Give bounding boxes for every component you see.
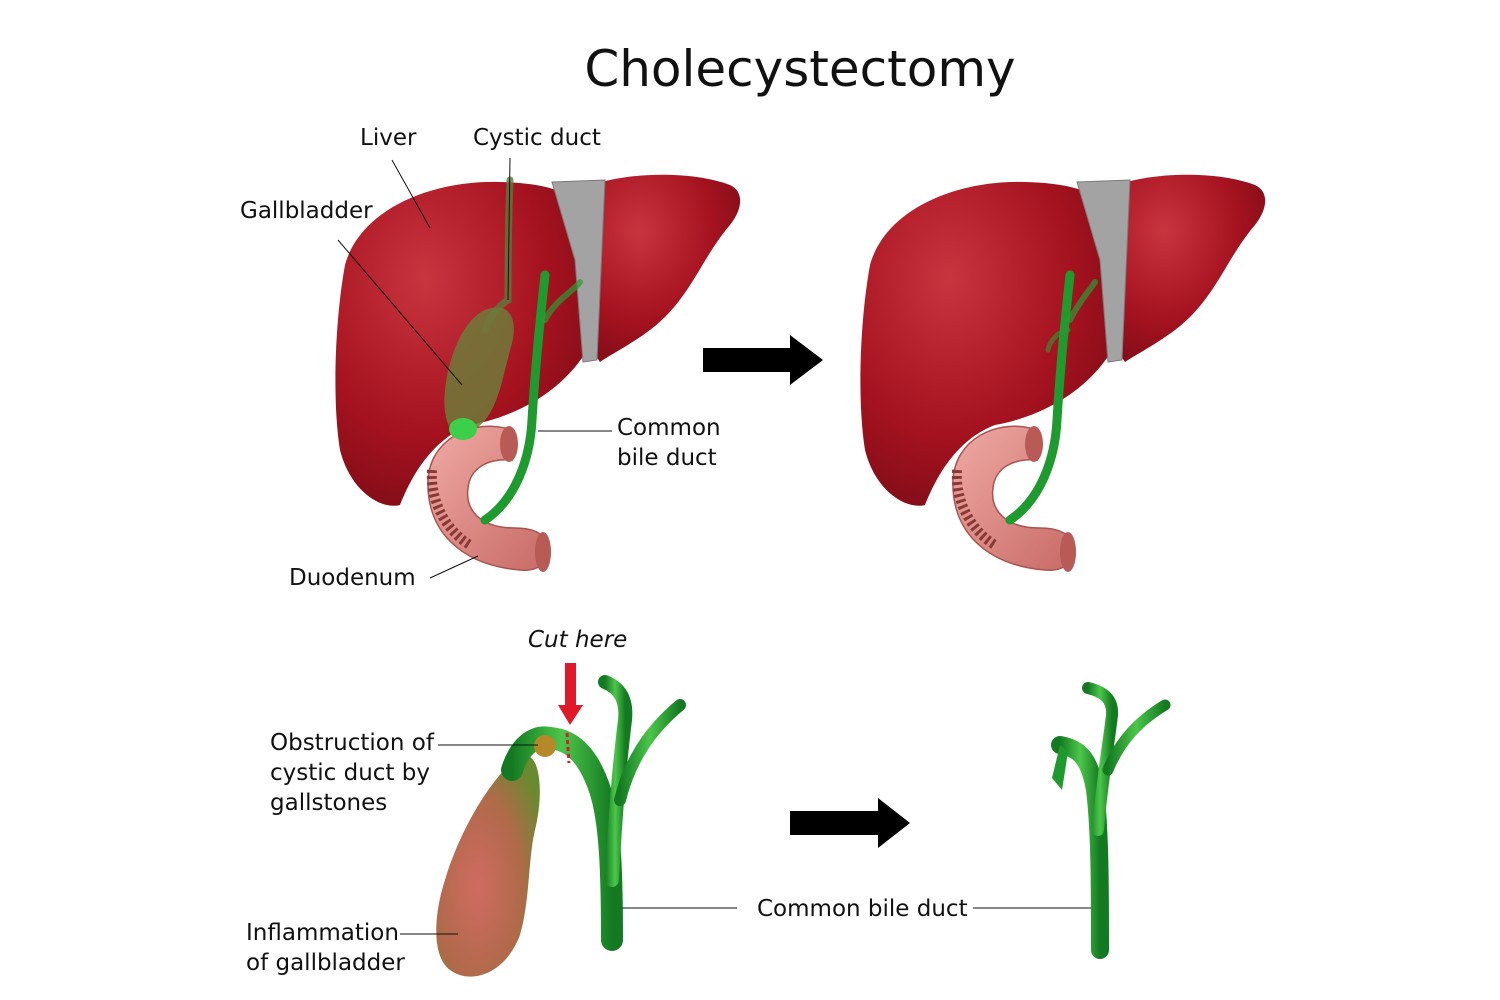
duct-stump	[1052, 745, 1068, 790]
label-gallbladder: Gallbladder	[240, 198, 373, 224]
label-obstruction: Obstruction of cystic duct by gallstones	[270, 728, 434, 818]
common-bile-duct-after	[1051, 736, 1109, 959]
liver-with-gallbladder	[335, 174, 741, 572]
leader-lines-bottom	[400, 744, 1097, 935]
cut-line	[565, 732, 571, 764]
duodenum-left	[426, 425, 551, 572]
common-bile-duct-right	[1005, 270, 1075, 525]
hepatic-branch-after-1	[1082, 682, 1119, 836]
ligament-right	[1076, 179, 1131, 363]
label-common-bile-duct-bottom: Common bile duct	[757, 896, 968, 922]
label-inflammation: Inflammation of gallbladder	[246, 918, 405, 978]
label-inflammation-line1: Inflammation	[246, 920, 399, 946]
label-cut-here: Cut here	[528, 627, 628, 653]
label-liver: Liver	[360, 125, 417, 151]
duodenum-right	[951, 425, 1076, 572]
common-bile-duct-left	[480, 270, 550, 525]
gallstone-obstruction	[534, 735, 556, 757]
liver-left-lobe-after	[860, 181, 1115, 506]
cut-arrow	[558, 663, 583, 725]
hepatic-branch-after-2	[1102, 699, 1171, 776]
liver-right-lobe	[585, 174, 741, 362]
diagram-title: Cholecystectomy	[584, 40, 1016, 98]
label-common-bile-duct-line1: Common	[617, 415, 721, 441]
label-obstruction-line3: gallstones	[270, 790, 388, 816]
gallbladder-left	[444, 307, 514, 434]
ligament-left	[551, 179, 606, 363]
hepatic-duct-branch-2	[614, 699, 686, 806]
bile-duct-after	[1051, 682, 1171, 959]
leader-lines-top	[337, 157, 612, 579]
gallstone-left	[449, 418, 477, 440]
label-obstruction-line2: cystic duct by	[270, 760, 430, 786]
liver-right-lobe-after	[1110, 174, 1266, 362]
hepatic-duct-branch-1	[598, 675, 633, 887]
inflamed-gallbladder	[436, 755, 540, 977]
label-inflammation-line2: of gallbladder	[246, 950, 405, 976]
arrow-bottom	[790, 798, 910, 848]
arrow-top	[703, 335, 823, 385]
gallbladder-detail	[436, 663, 686, 977]
label-common-bile-duct-line2: bile duct	[617, 445, 717, 471]
label-cystic-duct: Cystic duct	[473, 125, 601, 151]
label-duodenum: Duodenum	[289, 565, 416, 591]
label-common-bile-duct-top: Common bile duct	[617, 413, 721, 473]
label-obstruction-line1: Obstruction of	[270, 730, 434, 756]
liver-without-gallbladder	[860, 174, 1266, 572]
